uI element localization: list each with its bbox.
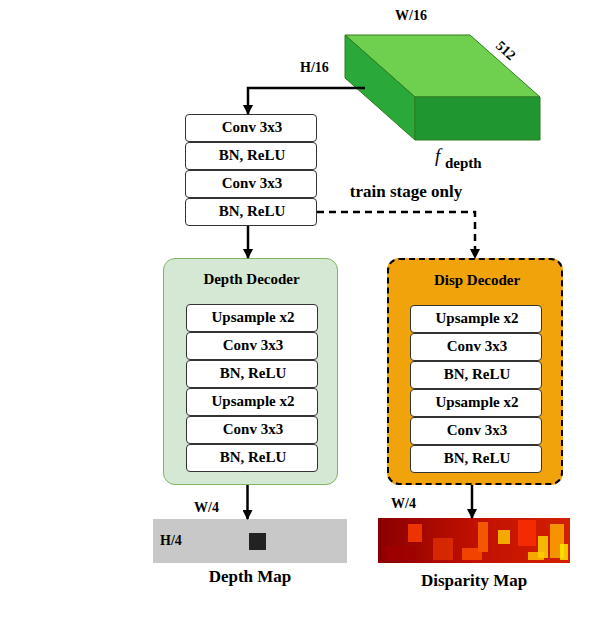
- dashed-arrow: [317, 212, 475, 258]
- layer-label: Conv 3x3: [186, 119, 318, 136]
- decoder-group: Disp DecoderUpsample x2Conv 3x3BN, ReLUU…: [387, 258, 563, 485]
- tensor-symbol: f: [435, 145, 440, 167]
- layer-box: BN, ReLU: [410, 445, 542, 473]
- layer-box: Upsample x2: [186, 388, 318, 416]
- disparity-map-output: Disparity Map: [378, 518, 570, 563]
- layer-label: Conv 3x3: [411, 422, 543, 439]
- dimension-label: W/4: [194, 500, 219, 516]
- layer-box: Conv 3x3: [410, 333, 542, 361]
- dimension-label: H/4: [160, 533, 182, 549]
- disparity-patch: [386, 546, 416, 560]
- layer-box: BN, ReLU: [186, 444, 318, 472]
- depth-map-pixel: [249, 533, 266, 550]
- layer-box: Conv 3x3: [186, 416, 318, 444]
- layer-label: Conv 3x3: [187, 337, 319, 354]
- flow-arrow: [248, 88, 365, 114]
- layer-box: Conv 3x3: [185, 170, 317, 198]
- disparity-background: [378, 518, 570, 563]
- layer-box: Conv 3x3: [186, 332, 318, 360]
- layer-label: Conv 3x3: [187, 421, 319, 438]
- layer-label: BN, ReLU: [187, 449, 319, 466]
- layer-box: Conv 3x3: [185, 114, 317, 142]
- layer-label: BN, ReLU: [186, 147, 318, 164]
- depth-map-image: [153, 519, 347, 563]
- flow-arrow: [471, 485, 474, 518]
- dimension-label: W/16: [395, 8, 427, 24]
- disparity-patch: [560, 544, 568, 560]
- group-title: Disp Decoder: [389, 272, 565, 289]
- tensor-front-face: [415, 97, 540, 140]
- layer-label: Conv 3x3: [411, 338, 543, 355]
- dimension-label: W/4: [391, 496, 416, 512]
- layer-box: Upsample x2: [186, 304, 318, 332]
- flow-arrow: [246, 485, 249, 519]
- layer-label: Upsample x2: [187, 393, 319, 410]
- depth-map-output: Depth Map: [153, 519, 347, 563]
- tensor-subscript: depth: [445, 155, 482, 172]
- depth-map-background: [153, 519, 347, 563]
- tensor-side-face: [345, 35, 415, 140]
- layer-box: BN, ReLU: [185, 142, 317, 170]
- layer-box: Conv 3x3: [410, 417, 542, 445]
- disparity-patch: [528, 552, 544, 560]
- layer-label: BN, ReLU: [411, 366, 543, 383]
- group-title: Depth Decoder: [164, 271, 339, 288]
- disparity-patch: [498, 530, 510, 544]
- layer-box: BN, ReLU: [185, 198, 317, 226]
- disparity-patch: [408, 524, 422, 542]
- layer-label: Conv 3x3: [186, 175, 318, 192]
- output-caption: Disparity Map: [358, 571, 590, 591]
- disparity-patch: [518, 520, 536, 546]
- layer-label: Upsample x2: [187, 309, 319, 326]
- layer-label: BN, ReLU: [186, 203, 318, 220]
- edge-label: train stage only: [350, 182, 462, 202]
- layer-box: Upsample x2: [410, 305, 542, 333]
- layer-label: BN, ReLU: [187, 365, 319, 382]
- decoder-group: Depth DecoderUpsample x2Conv 3x3BN, ReLU…: [163, 258, 338, 485]
- disparity-patch: [478, 522, 488, 552]
- output-caption: Depth Map: [133, 567, 367, 587]
- disparity-map-image: [378, 518, 570, 563]
- layer-box: BN, ReLU: [186, 360, 318, 388]
- disparity-patch: [433, 538, 453, 560]
- layer-label: Upsample x2: [411, 394, 543, 411]
- layer-label: BN, ReLU: [411, 450, 543, 467]
- layer-box: BN, ReLU: [410, 361, 542, 389]
- layer-label: Upsample x2: [411, 310, 543, 327]
- disparity-patch: [462, 548, 482, 560]
- layer-box: Upsample x2: [410, 389, 542, 417]
- flow-arrow: [247, 226, 250, 258]
- dimension-label: H/16: [300, 60, 329, 76]
